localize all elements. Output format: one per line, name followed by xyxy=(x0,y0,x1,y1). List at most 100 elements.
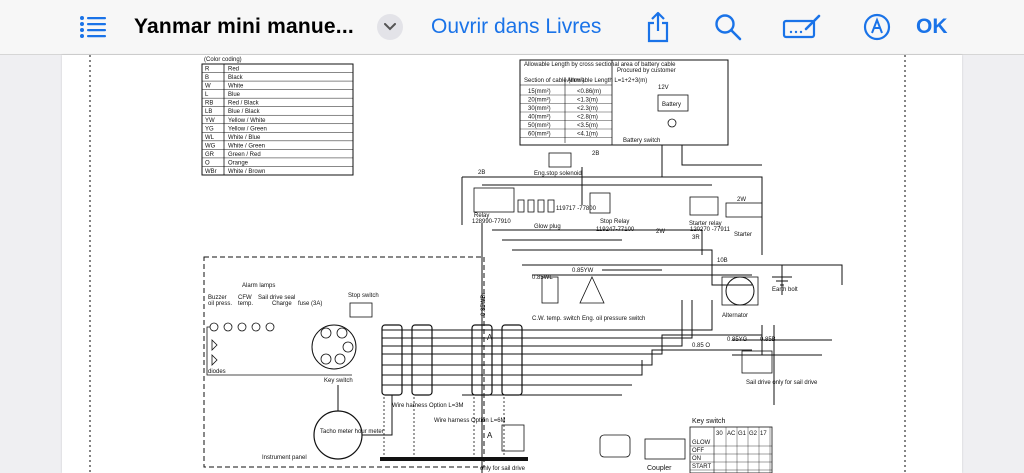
svg-text:Starter relay: Starter relay xyxy=(689,221,722,227)
svg-text:Allowable Length by cross sect: Allowable Length by cross sectional area… xyxy=(524,62,676,68)
svg-text:C.W. temp. switch: C.W. temp. switch xyxy=(532,316,580,322)
cable-section: 20(mm²) xyxy=(528,98,551,104)
chevron-down-icon[interactable] xyxy=(377,14,403,40)
cable-row: 40(mm²) <2.8(m) xyxy=(520,115,612,121)
color-code: L xyxy=(205,92,209,98)
svg-text:2W: 2W xyxy=(656,229,665,235)
open-in-books-button[interactable]: Ouvrir dans Livres xyxy=(431,15,602,38)
svg-text:Buzzer: Buzzer xyxy=(208,295,227,301)
cable-section: 60(mm²) xyxy=(528,132,551,138)
svg-text:Battery switch: Battery switch xyxy=(623,138,660,144)
svg-text:A: A xyxy=(487,431,493,440)
cable-section: 50(mm²) xyxy=(528,123,551,129)
svg-text:2W: 2W xyxy=(737,197,746,203)
markup-icon[interactable] xyxy=(862,0,892,54)
share-icon[interactable] xyxy=(643,0,673,54)
svg-text:Stop switch: Stop switch xyxy=(348,293,379,299)
svg-text:Wire harness Option L=6M: Wire harness Option L=6M xyxy=(434,418,506,424)
color-code: WL xyxy=(205,135,215,141)
cable-row: 15(mm²) <0.86(m) xyxy=(520,89,612,96)
cable-length: <1.3(m) xyxy=(577,98,598,104)
svg-text:2B: 2B xyxy=(592,151,599,157)
svg-text:temp.: temp. xyxy=(238,301,253,307)
svg-text:(Color coding): (Color coding) xyxy=(204,57,242,63)
color-name: White xyxy=(228,84,244,90)
cable-length: <0.86(m) xyxy=(577,89,601,95)
key-switch-row: GLOW xyxy=(692,440,711,446)
cable-length: <2.8(m) xyxy=(577,115,598,121)
svg-text:0.85YW: 0.85YW xyxy=(572,268,594,274)
svg-text:Sail drive seal: Sail drive seal xyxy=(258,295,295,301)
color-code: O xyxy=(205,160,210,166)
svg-text:Key switch: Key switch xyxy=(324,378,353,384)
svg-text:Starter: Starter xyxy=(734,232,752,238)
cable-length: <4.1(m) xyxy=(577,132,598,138)
color-code: YW xyxy=(205,118,215,124)
key-switch-col: G1 xyxy=(738,431,747,437)
list-icon[interactable] xyxy=(76,0,110,54)
svg-text:Key switch: Key switch xyxy=(692,418,726,425)
svg-text:A: A xyxy=(487,333,493,342)
svg-text:120270 -77911: 120270 -77911 xyxy=(690,227,731,233)
svg-text:2B: 2B xyxy=(478,170,485,176)
svg-text:0.85WL: 0.85WL xyxy=(532,275,553,281)
key-switch-row: OFF xyxy=(692,448,704,454)
cable-section: 40(mm²) xyxy=(528,115,551,121)
svg-text:0.85B: 0.85B xyxy=(760,337,776,343)
document-title[interactable]: Yanmar mini manue... xyxy=(134,15,354,38)
color-name: Yellow / White xyxy=(228,118,266,124)
svg-text:Tacho meter hour meter: Tacho meter hour meter xyxy=(320,429,384,435)
svg-text:0.85WBr: 0.85WBr xyxy=(481,293,487,316)
svg-text:CFW: CFW xyxy=(238,295,252,301)
top-toolbar: Yanmar mini manue... Ouvrir dans Livres … xyxy=(0,0,1024,55)
color-code-row: YW Yellow / White xyxy=(202,118,353,125)
cable-row: 50(mm²)<3.5(m) xyxy=(520,123,612,130)
svg-text:Section of cable (mm²): Section of cable (mm²) xyxy=(524,78,584,84)
color-code: YG xyxy=(205,126,214,132)
color-code: WBr xyxy=(205,169,217,175)
color-name: Black xyxy=(228,75,244,81)
key-switch-row: ON xyxy=(692,456,701,462)
svg-text:Alarm lamps: Alarm lamps xyxy=(242,283,275,289)
svg-text:119717 -77800: 119717 -77800 xyxy=(556,206,597,212)
svg-text:0.85 O: 0.85 O xyxy=(692,343,710,349)
key-switch-col: 30 xyxy=(716,431,723,437)
key-switch-col: 17 xyxy=(760,431,767,437)
color-code-row: WL White / Blue xyxy=(202,135,353,142)
ok-button[interactable]: OK xyxy=(916,15,948,38)
color-name: Green / Red xyxy=(228,152,261,158)
svg-text:only for sail drive: only for sail drive xyxy=(480,466,526,472)
annotate-icon[interactable] xyxy=(780,0,824,54)
color-code: LB xyxy=(205,109,212,115)
svg-text:12V: 12V xyxy=(658,85,669,91)
key-switch-row: START xyxy=(692,464,711,470)
svg-text:Charge: Charge xyxy=(272,301,292,307)
cable-row: 20(mm²) <1.3(m) xyxy=(520,98,612,104)
cable-length-table: Allowable Length by cross sectional area… xyxy=(519,59,729,146)
svg-text:oil press.: oil press. xyxy=(208,301,232,307)
color-code-row: L Blue xyxy=(202,92,353,99)
color-name: White / Blue xyxy=(228,135,261,141)
key-switch-col: AC xyxy=(727,431,736,437)
cable-section: 30(mm²) xyxy=(528,106,551,112)
color-name: Blue xyxy=(228,92,241,98)
svg-text:0.85YG: 0.85YG xyxy=(727,337,748,343)
cable-row: 60(mm²) <4.1(m) xyxy=(520,132,612,138)
search-icon[interactable] xyxy=(713,0,743,54)
svg-text:Relay: Relay xyxy=(474,213,489,219)
instrument-panel: Alarm lamps Buzzer oil press. CFW temp. … xyxy=(203,256,485,468)
cable-section: 15(mm²) xyxy=(528,89,551,95)
svg-text:Stop Relay: Stop Relay xyxy=(600,219,629,225)
svg-text:Instrument panel: Instrument panel xyxy=(262,455,307,461)
svg-text:Coupler: Coupler xyxy=(647,465,672,472)
